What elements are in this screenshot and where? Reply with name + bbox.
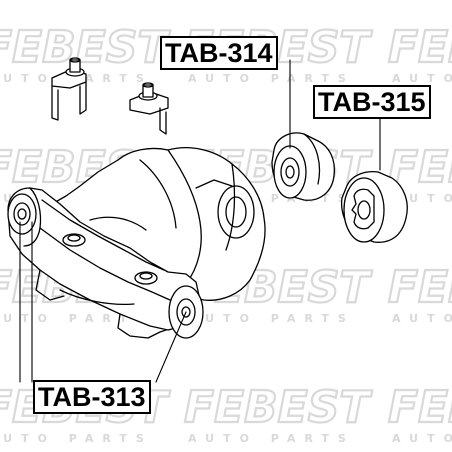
- bushing-tab-314: [271, 132, 336, 201]
- watermark-tagline: AUTO PARTS: [0, 432, 153, 445]
- watermark-tagline: AUTO PARTS: [188, 312, 355, 325]
- watermark-tagline: AUTO PARTS: [392, 312, 452, 325]
- bolt-bracket-right: [129, 82, 169, 135]
- subframe: [7, 187, 201, 339]
- label-tab-315: TAB-315: [313, 85, 431, 119]
- watermark-brand: FEBEST: [0, 22, 170, 73]
- watermark-tagline: AUTO PARTS: [392, 432, 452, 445]
- watermark-tagline: AUTO PARTS: [188, 432, 355, 445]
- watermark-tagline: AUTO PARTS: [392, 72, 452, 85]
- bolt-bracket-left: [51, 57, 87, 121]
- watermark-brand: FEBEST: [184, 382, 372, 433]
- label-tab-313: TAB-313: [33, 380, 151, 414]
- label-tab-314: TAB-314: [160, 36, 278, 70]
- watermark-brand: FEBEST: [388, 382, 452, 433]
- watermark-tagline: AUTO PARTS: [0, 312, 153, 325]
- bushing-tab-315: [340, 170, 408, 243]
- watermark-brand: FEBEST: [388, 22, 452, 73]
- bushing-left: [7, 193, 37, 235]
- watermark-tagline: AUTO PARTS: [188, 72, 355, 85]
- leader-lines: [19, 59, 381, 383]
- watermark-brand: FEBEST: [388, 262, 452, 313]
